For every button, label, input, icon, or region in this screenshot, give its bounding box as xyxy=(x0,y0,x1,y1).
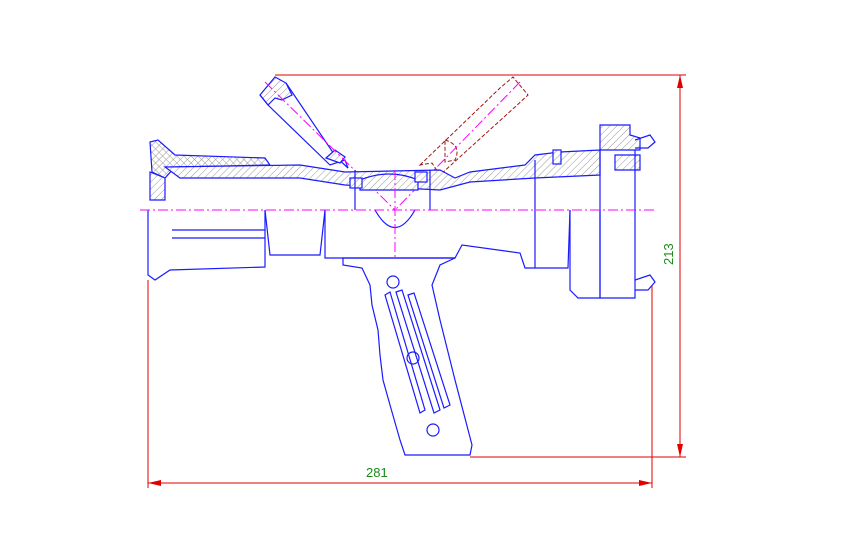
body-upper-section xyxy=(149,124,641,201)
dimension-height-label: 213 xyxy=(661,243,676,265)
pistol-grip xyxy=(342,257,473,456)
dimension-length: 281 xyxy=(147,280,653,488)
dimension-length-label: 281 xyxy=(366,465,388,480)
dimension-height: 213 xyxy=(275,74,686,458)
